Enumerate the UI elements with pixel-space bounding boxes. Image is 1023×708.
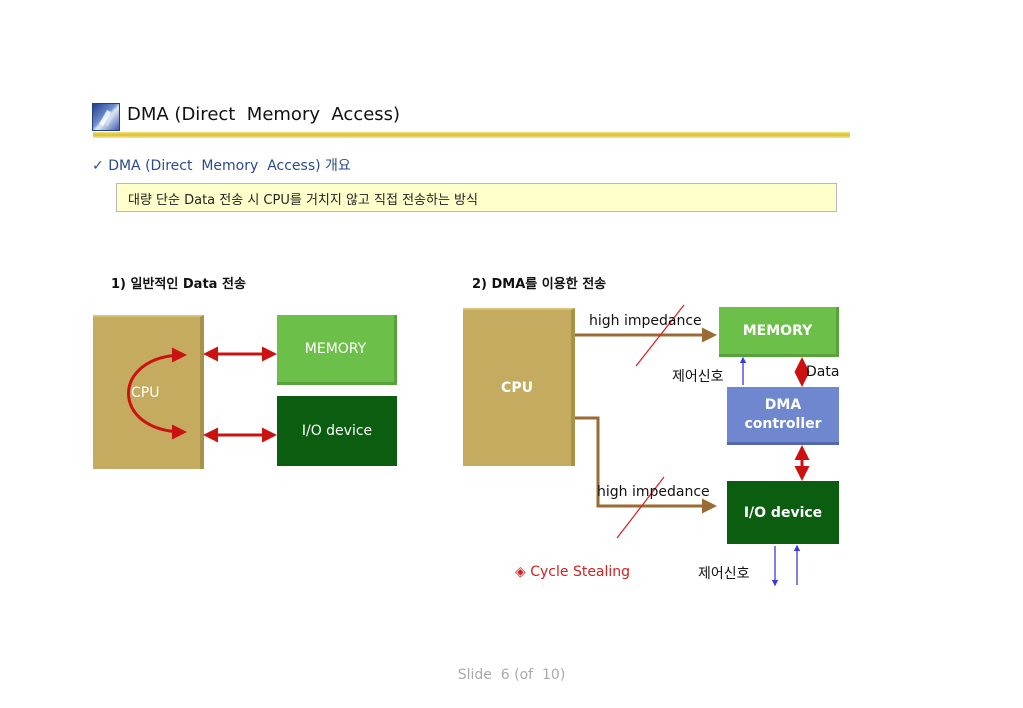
definition-text: 대량 단순 Data 전송 시 CPU를 거치지 않고 직접 전송하는 방식	[128, 193, 478, 208]
high-impedance-label-bottom: high impedance	[597, 484, 710, 500]
diagram2-heading: 2) DMA를 이용한 전송	[472, 277, 607, 292]
diagram2-cpu-block: CPU	[463, 308, 575, 466]
slide-title: DMA (Direct Memory Access)	[127, 104, 401, 125]
high-impedance-label-top: high impedance	[589, 313, 702, 329]
diagram1-cpu-label: CPU	[131, 385, 160, 401]
control-signal-label-top: 제어신호	[672, 369, 724, 385]
check-icon: ✓	[92, 158, 104, 174]
diagram1-heading-suffix: 전송	[217, 277, 246, 292]
diagram2-memory-block: MEMORY	[719, 307, 839, 357]
diagram1-heading: 1) 일반적인 Data 전송	[111, 273, 246, 292]
diagram2-io-block: I/O device	[727, 481, 839, 544]
diagram2-memory-label: MEMORY	[742, 322, 813, 339]
high-impedance-cut-top	[635, 304, 685, 367]
diagram1-memory-block: MEMORY	[277, 315, 397, 385]
diagram1-io-block: I/O device	[277, 396, 397, 466]
diagram2-dma-controller-block: DMA controller	[727, 387, 839, 445]
subtitle-text: DMA (Direct Memory Access) 개요	[108, 158, 351, 174]
cpu-to-io-bus	[575, 416, 717, 514]
slide-footer: Slide 6 (of 10)	[457, 667, 566, 683]
definition-box	[116, 183, 837, 212]
slide-logo-icon	[92, 103, 120, 131]
diamond-bullet-icon: ◈	[515, 564, 526, 580]
cpu-internal-curve-arrow	[127, 347, 187, 440]
title-rule	[93, 132, 850, 138]
dma-label-line1: DMA	[764, 396, 802, 413]
control-signal-label-bottom: 제어신호	[698, 566, 750, 582]
dma-label-line2: controller	[744, 415, 822, 432]
diagram1-heading-bold: Data	[182, 277, 218, 292]
diagram1-io-label: I/O device	[301, 423, 373, 439]
cycle-stealing-text: Cycle Stealing	[530, 564, 631, 580]
diagram1-memory-label: MEMORY	[304, 340, 367, 357]
diagram2-cpu-label: CPU	[501, 380, 533, 396]
high-impedance-cut-bottom	[616, 476, 665, 539]
diagram1-heading-prefix: 1) 일반적인	[111, 277, 183, 292]
cycle-stealing-note: ◈ Cycle Stealing	[515, 564, 630, 580]
section-subtitle: ✓ DMA (Direct Memory Access) 개요	[92, 155, 351, 175]
diagram2-io-label: I/O device	[743, 504, 823, 521]
data-label: Data	[806, 364, 840, 380]
